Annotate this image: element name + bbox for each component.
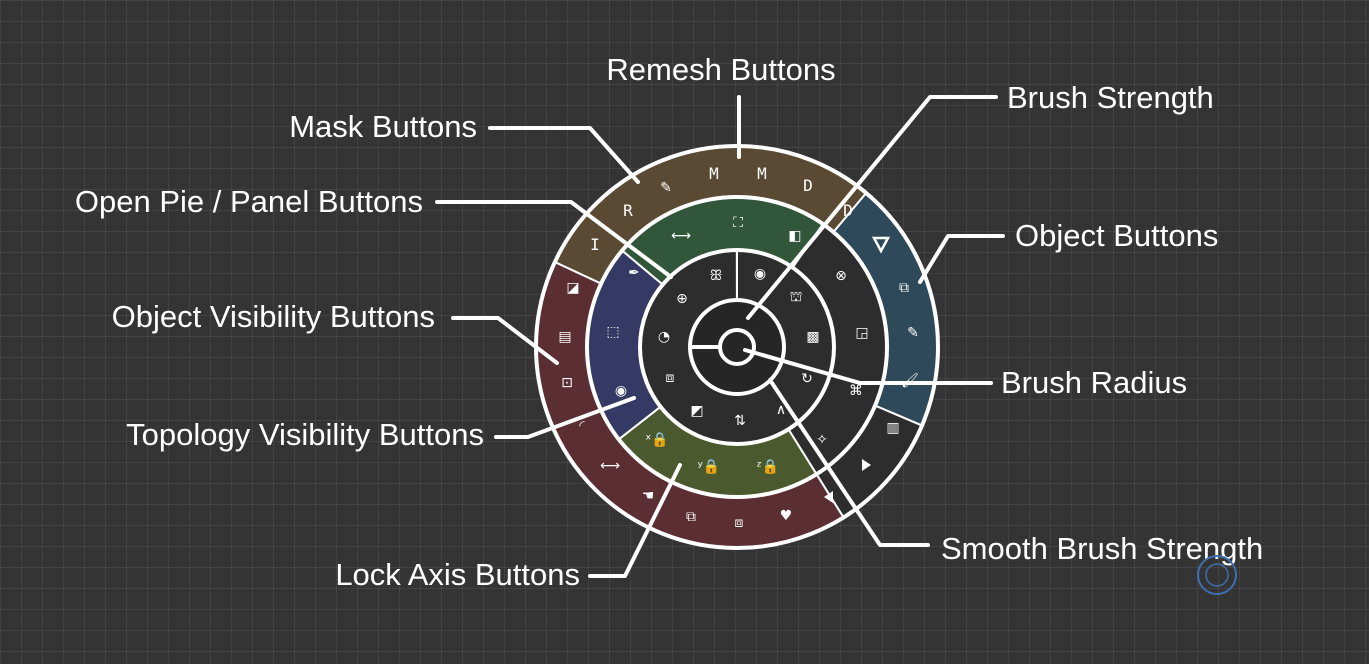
- cube-outline-icon[interactable]: ⧉: [686, 509, 696, 525]
- lock-axis-callout: Lock Axis Buttons: [335, 557, 580, 592]
- mask-callout: Mask Buttons: [289, 109, 477, 144]
- play-right-icon[interactable]: [862, 459, 871, 471]
- remesh-button-r[interactable]: R: [623, 201, 633, 220]
- close-circle-icon[interactable]: ⊗: [835, 268, 847, 284]
- half-square-icon[interactable]: ◩: [690, 403, 703, 419]
- pen-icon[interactable]: ✒: [628, 265, 640, 281]
- x-lock-icon[interactable]: ˣ🔒: [645, 432, 669, 448]
- image-icon[interactable]: ◪: [566, 280, 579, 296]
- brush-radius-leader: [743, 348, 993, 385]
- y-lock-icon[interactable]: ʸ🔒: [698, 459, 721, 475]
- icon-layer: ✎ ⧉ ✎ 🖌 ▥ ♥ ⧈ ⧉ ☚ ⟷ ◜ ⊡ ▤ ◪ ⟷ ⛶ ◧ ⊗ ◲ ⌘ …: [558, 180, 919, 531]
- grid-circle-icon[interactable]: ⊕: [676, 291, 688, 307]
- callout-labels: Remesh Buttons Mask Buttons Open Pie / P…: [75, 52, 1263, 592]
- arrows-horizontal-icon[interactable]: ⟷: [671, 228, 691, 244]
- arrows-horizontal-icon[interactable]: ⟷: [600, 458, 620, 474]
- inner-ring-outline: [638, 248, 836, 446]
- mask-leader: [488, 126, 640, 184]
- topology-visibility-callout: Topology Visibility Buttons: [126, 417, 484, 452]
- cursor-target-icon: [1197, 555, 1237, 595]
- split-icon[interactable]: ⌘: [849, 383, 863, 399]
- smooth-brush-strength-leader: [768, 378, 930, 547]
- layers-icon[interactable]: ⧈: [666, 370, 675, 386]
- curve-icon[interactable]: ◜: [579, 418, 585, 434]
- copy-icon[interactable]: ⧉: [899, 280, 909, 296]
- corner-icon[interactable]: ◲: [855, 325, 868, 341]
- lock-axis-leader: [588, 463, 682, 578]
- eyedropper-icon[interactable]: ✎: [907, 325, 919, 341]
- tornado-icon[interactable]: ↻: [801, 371, 813, 387]
- open-pie-callout: Open Pie / Panel Buttons: [75, 184, 423, 219]
- brush-icon[interactable]: ⛫: [790, 289, 803, 305]
- cursor-icon[interactable]: ☚: [642, 488, 655, 504]
- pie-icon[interactable]: ◔: [658, 329, 670, 345]
- pie-core: [690, 300, 784, 394]
- object-callout: Object Buttons: [1015, 218, 1218, 253]
- brush-strength-leader: [746, 95, 998, 320]
- remesh-button-d2[interactable]: D: [843, 201, 853, 220]
- play-left-icon[interactable]: [824, 491, 833, 503]
- eyedropper-icon[interactable]: ✎: [660, 180, 672, 196]
- sort-icon[interactable]: ⇅: [734, 413, 746, 429]
- eye-icon[interactable]: ◉: [754, 266, 766, 282]
- expand-icon[interactable]: ⛶: [733, 215, 743, 231]
- smooth-icon[interactable]: ∧: [776, 402, 786, 418]
- topology-visibility-leader: [494, 396, 636, 439]
- brush-radius-callout: Brush Radius: [1001, 365, 1187, 400]
- object-visibility-leader: [451, 316, 559, 365]
- square-target-icon[interactable]: ⊡: [561, 375, 573, 391]
- remesh-button-d1[interactable]: D: [803, 176, 813, 195]
- box-icon[interactable]: ▤: [558, 329, 571, 345]
- object-visibility-callout: Object Visibility Buttons: [112, 299, 435, 334]
- butterfly-icon[interactable]: ꕥ: [710, 268, 723, 284]
- remesh-button-i[interactable]: I: [590, 235, 600, 254]
- sparkle-icon[interactable]: ✧: [816, 432, 828, 448]
- remesh-button-m2[interactable]: M: [757, 164, 767, 183]
- remesh-button-m1[interactable]: M: [709, 164, 719, 183]
- heart-icon[interactable]: ♥: [780, 508, 793, 524]
- eye-icon[interactable]: ◉: [615, 383, 627, 399]
- brush-icon[interactable]: 🖌: [901, 372, 919, 389]
- brush-strength-callout: Brush Strength: [1007, 80, 1214, 115]
- leader-lines: [435, 95, 1005, 578]
- gradient-icon[interactable]: ◧: [788, 228, 801, 244]
- dotted-square-icon[interactable]: ⬚: [606, 324, 619, 340]
- columns-icon[interactable]: ▥: [886, 420, 899, 436]
- checker-icon[interactable]: ▩: [806, 329, 819, 345]
- smooth-brush-strength-callout: Smooth Brush Strength: [941, 531, 1263, 566]
- middle-ring-outline: [585, 195, 889, 499]
- object-leader: [918, 234, 1005, 284]
- cube-icon[interactable]: ⧈: [735, 515, 744, 531]
- open-pie-leader: [435, 200, 673, 279]
- triangle-down-icon[interactable]: [871, 236, 891, 254]
- z-lock-icon[interactable]: ᶻ🔒: [757, 459, 780, 475]
- remesh-callout: Remesh Buttons: [606, 52, 835, 87]
- remesh-buttons: R I M M D D: [590, 164, 853, 254]
